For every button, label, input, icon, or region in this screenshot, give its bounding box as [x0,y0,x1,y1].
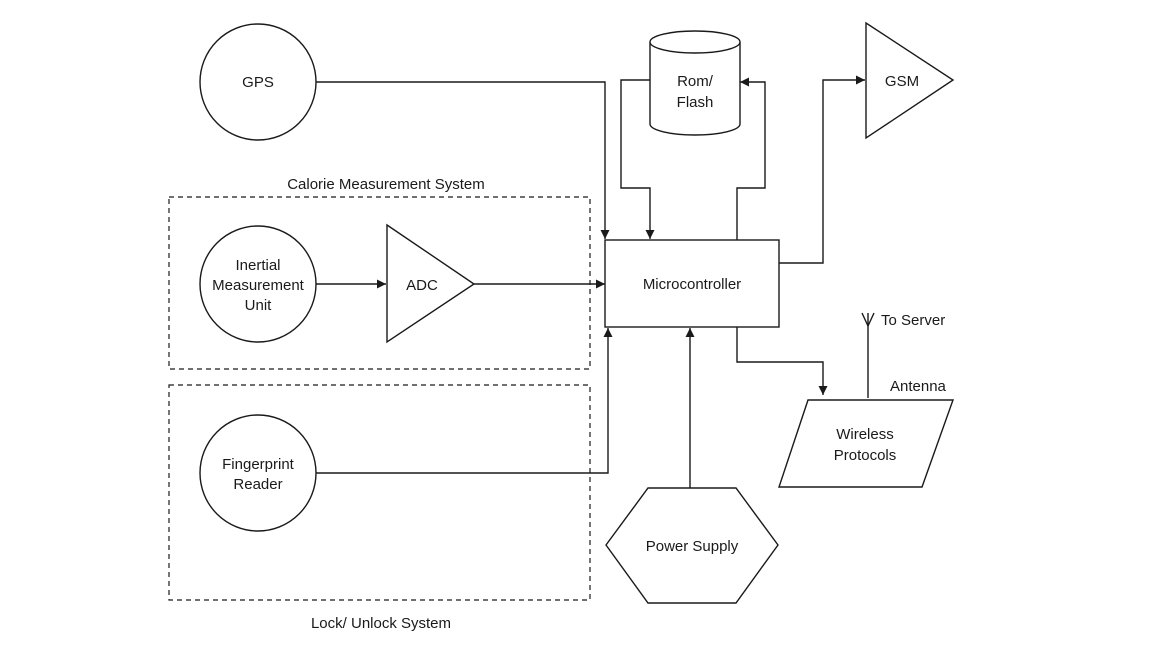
edge-fingerprint-to-microcontroller [316,328,613,474]
imu-label-line3: Unit [245,297,273,314]
wireless-label-line2: Protocols [834,447,897,464]
fingerprint-reader-node: Fingerprint Reader [199,414,317,532]
antenna-label: Antenna [890,378,947,395]
edge-microcontroller-to-wireless [736,327,828,395]
to-server-label: To Server [881,312,945,329]
edge-microcontroller-to-gsm [779,75,865,264]
rom-label-line1: Rom/ [677,73,714,90]
adc-node: ADC [386,223,476,344]
adc-label: ADC [406,277,438,294]
gps-node: GPS [199,23,317,141]
power-supply-label: Power Supply [646,538,739,555]
lock-unlock-group [168,384,591,601]
fingerprint-label-line2: Reader [233,476,282,493]
fingerprint-label-line1: Fingerprint [222,456,295,473]
rom-flash-node: Rom/ Flash [649,30,741,136]
antenna-icon [861,312,875,328]
gps-label: GPS [242,74,274,91]
wireless-label-line1: Wireless [836,426,894,443]
wireless-protocols-node: Wireless Protocols [778,399,954,488]
gsm-node: GSM [865,21,955,140]
rom-label-line2: Flash [677,94,714,111]
calorie-group-label: Calorie Measurement System [287,176,485,193]
calorie-measurement-group [168,196,591,370]
power-supply-node: Power Supply [605,487,779,604]
gsm-label: GSM [885,73,919,90]
microcontroller-node: Microcontroller [604,239,780,328]
edge-rom-to-microcontroller [620,79,655,239]
imu-label-line2: Measurement [212,277,305,294]
imu-label-line1: Inertial [235,257,280,274]
microcontroller-label: Microcontroller [643,276,741,293]
lock-group-label: Lock/ Unlock System [311,615,451,632]
edge-gps-to-microcontroller [316,81,610,239]
imu-node: Inertial Measurement Unit [199,225,317,343]
edge-microcontroller-to-rom [736,77,766,240]
